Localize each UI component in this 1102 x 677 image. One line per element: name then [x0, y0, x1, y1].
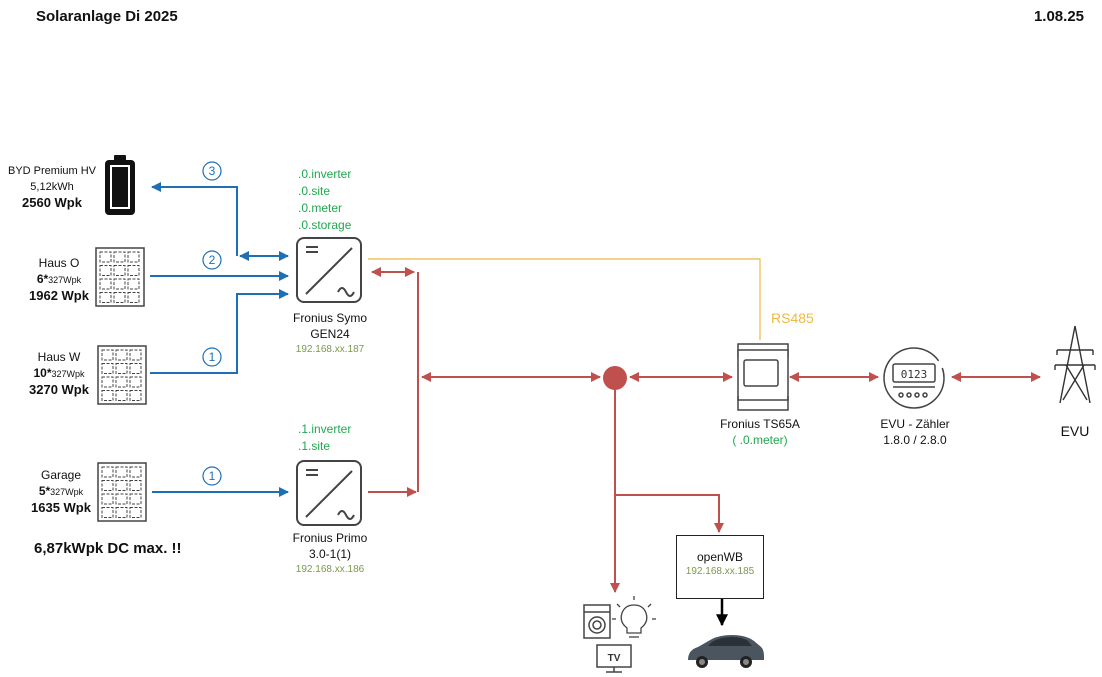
- primo-model: 3.0-1(1): [308, 547, 352, 561]
- smart-meter-id: ( .0.meter): [732, 433, 788, 447]
- tv-label: TV: [608, 653, 621, 664]
- battery-icon: [105, 155, 135, 215]
- battery-label: BYD Premium HV 5,12kWh 2560 Wpk: [2, 163, 102, 211]
- garage-label: Garage 5*327Wpk 1635 Wpk: [20, 467, 102, 516]
- wallbox-box: openWB 192.168.xx.185: [676, 535, 764, 599]
- primo-modbus-list: .1.inverter .1.site: [298, 421, 351, 455]
- modbus-id: .0.inverter: [298, 167, 352, 181]
- smart-meter-label: Fronius TS65A ( .0.meter): [700, 416, 820, 448]
- total-dc-note: 6,87kWpk DC max. !!: [34, 540, 182, 557]
- string-1-garage-icon: [202, 466, 222, 486]
- evu-meter-display: 0123: [901, 368, 928, 381]
- evu-meter-icon: [883, 347, 945, 409]
- modbus-id: .0.meter: [298, 201, 343, 215]
- string-2-icon: [202, 250, 222, 270]
- diagram-date: 1.08.25: [1033, 8, 1084, 25]
- washing-machine-icon: [583, 604, 611, 639]
- electric-car-icon: [688, 635, 764, 668]
- tv-icon: [596, 644, 632, 673]
- evu-meter-name: EVU - Zähler: [880, 417, 950, 431]
- gen24-model: GEN24: [310, 327, 350, 341]
- string-3-icon: [202, 161, 222, 181]
- haus-w-count: 10*: [33, 366, 52, 380]
- solar-panel-haus-o-icon: [95, 247, 145, 307]
- primo-ip: 192.168.xx.186: [295, 564, 365, 575]
- evu-meter-label: EVU - Zähler 1.8.0 / 2.8.0: [855, 416, 975, 448]
- modbus-id: .0.storage: [298, 218, 352, 232]
- gen24-ip: 192.168.xx.187: [295, 344, 365, 355]
- smart-meter-name: Fronius TS65A: [720, 417, 800, 431]
- string-2-label: 2: [209, 253, 216, 267]
- battery-power: 2560 Wpk: [22, 195, 82, 210]
- primo-name: Fronius Primo: [292, 531, 368, 545]
- smart-meter-icon: [737, 343, 789, 411]
- garage-count: 5*: [38, 484, 51, 498]
- haus-o-power: 1962 Wpk: [29, 288, 89, 303]
- haus-o-label: Haus O 6*327Wpk 1962 Wpk: [20, 255, 98, 304]
- gen24-label: Fronius Symo GEN24 192.168.xx.187: [270, 310, 390, 358]
- string-3-label: 3: [209, 164, 216, 178]
- power-pylon-icon: [1054, 325, 1096, 404]
- modbus-id: .1.inverter: [298, 422, 352, 436]
- rs485-line: [368, 258, 761, 340]
- gen24-name: Fronius Symo: [292, 311, 368, 325]
- primo-label: Fronius Primo 3.0-1(1) 192.168.xx.186: [270, 530, 390, 578]
- solar-panel-garage-icon: [97, 462, 147, 522]
- ac-line-to-wallbox: [615, 494, 724, 533]
- modbus-id: .1.site: [298, 439, 331, 453]
- rs485-label: RS485: [771, 310, 814, 326]
- solar-panel-haus-w-icon: [97, 345, 147, 405]
- inverter-primo-icon: [296, 460, 362, 526]
- haus-o-count: 6*: [36, 272, 49, 286]
- wallbox-ip: 192.168.xx.185: [685, 566, 755, 577]
- light-bulb-icon: [612, 596, 656, 638]
- dc-line-battery: [151, 182, 238, 256]
- modbus-id: .0.site: [298, 184, 331, 198]
- haus-o-name: Haus O: [38, 256, 80, 270]
- string-1-icon: [202, 347, 222, 367]
- garage-name: Garage: [40, 468, 82, 482]
- string-1-label: 1: [209, 350, 216, 364]
- haus-o-module-rating: 327Wpk: [48, 275, 82, 285]
- string-1-garage-label: 1: [209, 469, 216, 483]
- haus-w-power: 3270 Wpk: [29, 382, 89, 397]
- grid-label: EVU: [1060, 423, 1090, 439]
- haus-w-module-rating: 327Wpk: [51, 369, 85, 379]
- wallbox-name: openWB: [696, 550, 744, 564]
- evu-meter-registers: 1.8.0 / 2.8.0: [883, 433, 947, 447]
- ac-junction-node: [603, 366, 627, 390]
- garage-power: 1635 Wpk: [31, 500, 91, 515]
- inverter-gen24-icon: [296, 237, 362, 303]
- page-title: Solaranlage Di 2025: [36, 8, 178, 25]
- battery-name: BYD Premium HV: [7, 165, 97, 177]
- dc-line-haus-w: [150, 289, 289, 374]
- gen24-modbus-list: .0.inverter .0.site .0.meter .0.storage: [298, 166, 351, 234]
- haus-w-name: Haus W: [37, 350, 81, 364]
- garage-module-rating: 327Wpk: [50, 487, 84, 497]
- haus-w-label: Haus W 10*327Wpk 3270 Wpk: [20, 349, 98, 398]
- battery-capacity: 5,12kWh: [30, 181, 74, 193]
